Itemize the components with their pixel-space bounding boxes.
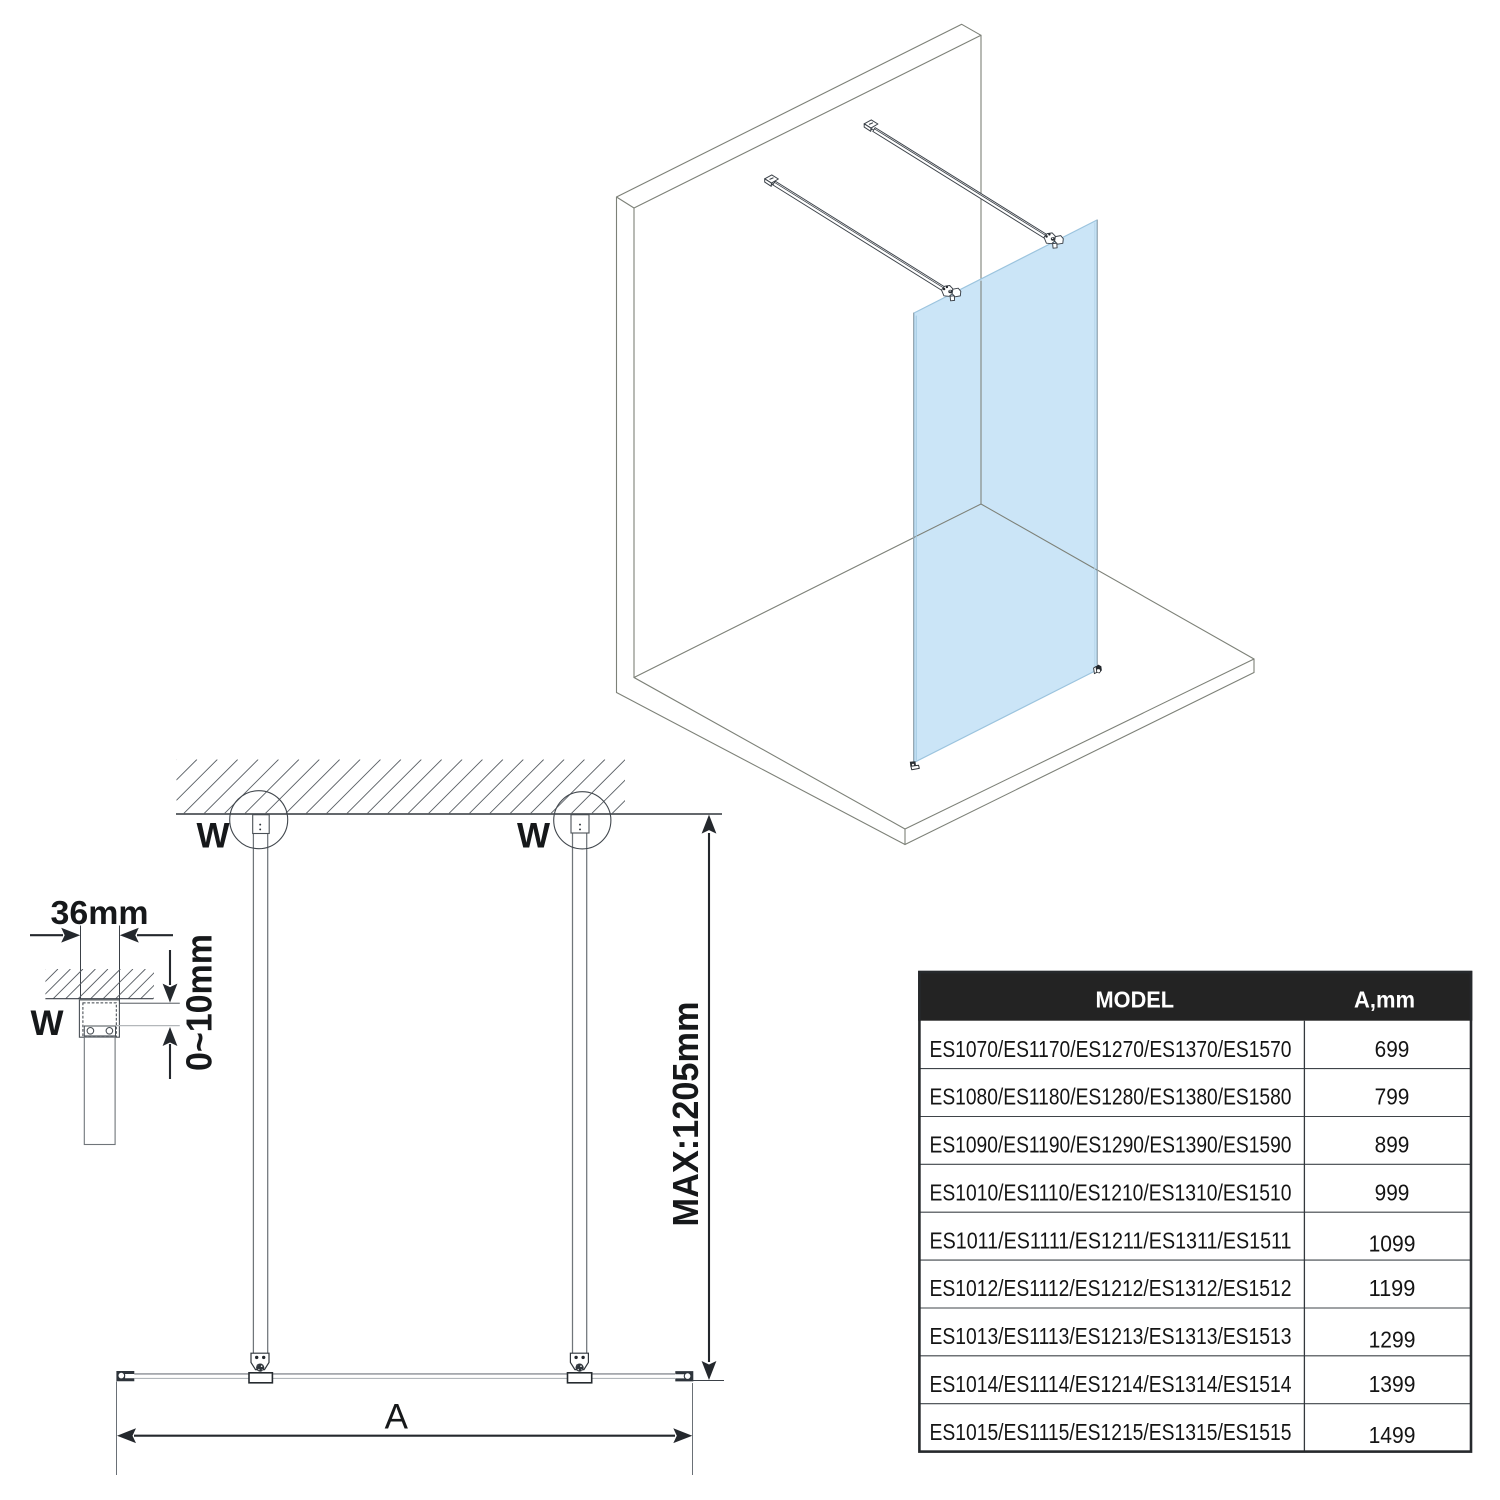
svg-text:ES1014/ES1114/ES1214/ES1314/ES: ES1014/ES1114/ES1214/ES1314/ES1514 (930, 1371, 1292, 1397)
svg-text:1099: 1099 (1369, 1231, 1416, 1257)
svg-text:1399: 1399 (1369, 1371, 1416, 1397)
svg-text:ES1013/ES1113/ES1213/ES1313/ES: ES1013/ES1113/ES1213/ES1313/ES1513 (930, 1323, 1292, 1349)
svg-text:0~10mm: 0~10mm (178, 934, 219, 1071)
svg-text:999: 999 (1375, 1179, 1410, 1205)
svg-text:ES1080/ES1180/ES1280/ES1380/ES: ES1080/ES1180/ES1280/ES1380/ES1580 (930, 1084, 1292, 1110)
svg-text:ES1010/ES1110/ES1210/ES1310/ES: ES1010/ES1110/ES1210/ES1310/ES1510 (930, 1179, 1292, 1205)
svg-text:36mm: 36mm (51, 894, 149, 931)
svg-text:ES1070/ES1170/ES1270/ES1370/ES: ES1070/ES1170/ES1270/ES1370/ES1570 (930, 1036, 1292, 1062)
svg-text:W: W (197, 816, 230, 855)
svg-text:1299: 1299 (1369, 1327, 1416, 1353)
svg-text:899: 899 (1375, 1132, 1410, 1158)
svg-text:1199: 1199 (1369, 1275, 1416, 1301)
svg-text:A: A (385, 1397, 409, 1436)
svg-text:1499: 1499 (1369, 1422, 1416, 1448)
svg-text:W: W (31, 1004, 64, 1043)
svg-text:ES1015/ES1115/ES1215/ES1315/ES: ES1015/ES1115/ES1215/ES1315/ES1515 (930, 1419, 1292, 1445)
svg-text:ES1012/ES1112/ES1212/ES1312/ES: ES1012/ES1112/ES1212/ES1312/ES1512 (930, 1275, 1292, 1301)
svg-text:ES1090/ES1190/ES1290/ES1390/ES: ES1090/ES1190/ES1290/ES1390/ES1590 (930, 1132, 1292, 1158)
svg-text:A,mm: A,mm (1354, 986, 1415, 1012)
svg-text:MODEL: MODEL (1096, 986, 1175, 1012)
svg-text:ES1011/ES1111/ES1211/ES1311/ES: ES1011/ES1111/ES1211/ES1311/ES1511 (930, 1227, 1292, 1253)
svg-text:799: 799 (1375, 1084, 1410, 1110)
svg-text:W: W (517, 816, 550, 855)
svg-text:699: 699 (1375, 1036, 1410, 1062)
svg-text:MAX:1205mm: MAX:1205mm (665, 1002, 706, 1227)
